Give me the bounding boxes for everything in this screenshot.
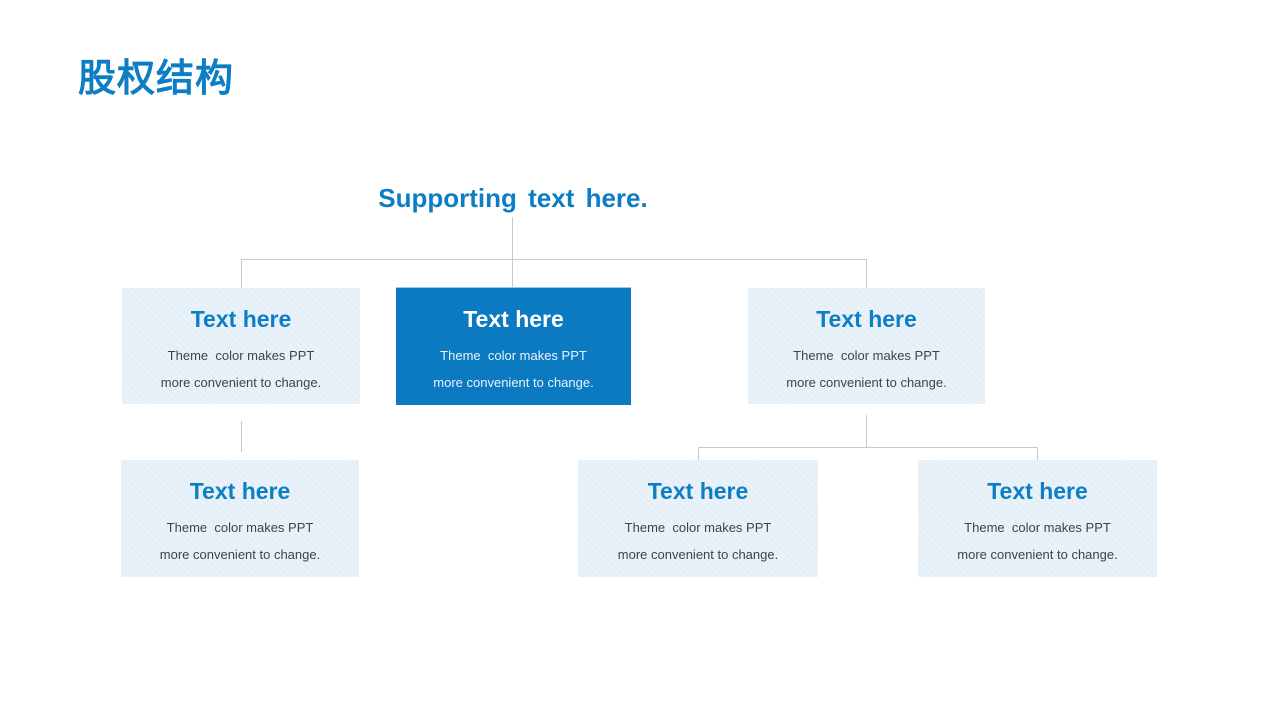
org-node-body-line2: more convenient to change.: [786, 375, 947, 390]
org-node-body-line1: Theme color makes PPT: [166, 520, 314, 535]
connector-stub-node1: [241, 259, 242, 288]
org-node-6: Text here Theme color makes PPT more con…: [918, 460, 1157, 577]
org-node-title: Text here: [190, 306, 292, 332]
org-node-title: Text here: [189, 478, 291, 504]
org-node-title: Text here: [463, 306, 564, 332]
connector-bottom-horizontal: [698, 447, 1038, 448]
connector-stub-node5: [698, 447, 699, 460]
org-node-4: Text here Theme color makes PPT more con…: [121, 460, 359, 577]
org-node-body-line1: Theme color makes PPT: [167, 348, 315, 363]
org-node-title: Text here: [816, 306, 917, 332]
supporting-heading: Supporting text here.: [378, 183, 648, 213]
org-node-5: Text here Theme color makes PPT more con…: [578, 460, 818, 577]
connector-stub-node3: [866, 259, 867, 288]
org-node-body-line1: Theme color makes PPT: [440, 348, 587, 363]
org-node-body-line1: Theme color makes PPT: [964, 520, 1111, 535]
org-node-body-line1: Theme color makes PPT: [624, 520, 772, 535]
org-node-title: Text here: [987, 478, 1088, 504]
org-node-body-line2: more convenient to change.: [160, 375, 322, 390]
connector-top-horizontal: [241, 259, 867, 260]
org-node-body-line2: more convenient to change.: [433, 375, 594, 390]
org-node-body-line2: more convenient to change.: [617, 547, 779, 562]
slide-title: 股权结构: [78, 58, 235, 100]
connector-top-vertical: [512, 217, 513, 288]
org-node-title: Text here: [647, 478, 749, 504]
org-node-2: Text here Theme color makes PPT more con…: [396, 287, 631, 405]
org-node-body-line2: more convenient to change.: [957, 547, 1118, 562]
connector-stub-node6: [1037, 447, 1038, 460]
org-node-body-line2: more convenient to change.: [159, 547, 321, 562]
org-node-1: Text here Theme color makes PPT more con…: [122, 288, 360, 404]
org-node-body-line1: Theme color makes PPT: [793, 348, 940, 363]
org-node-3: Text here Theme color makes PPT more con…: [748, 288, 985, 404]
connector-right-vertical: [866, 415, 867, 448]
connector-left-vertical: [241, 421, 242, 452]
